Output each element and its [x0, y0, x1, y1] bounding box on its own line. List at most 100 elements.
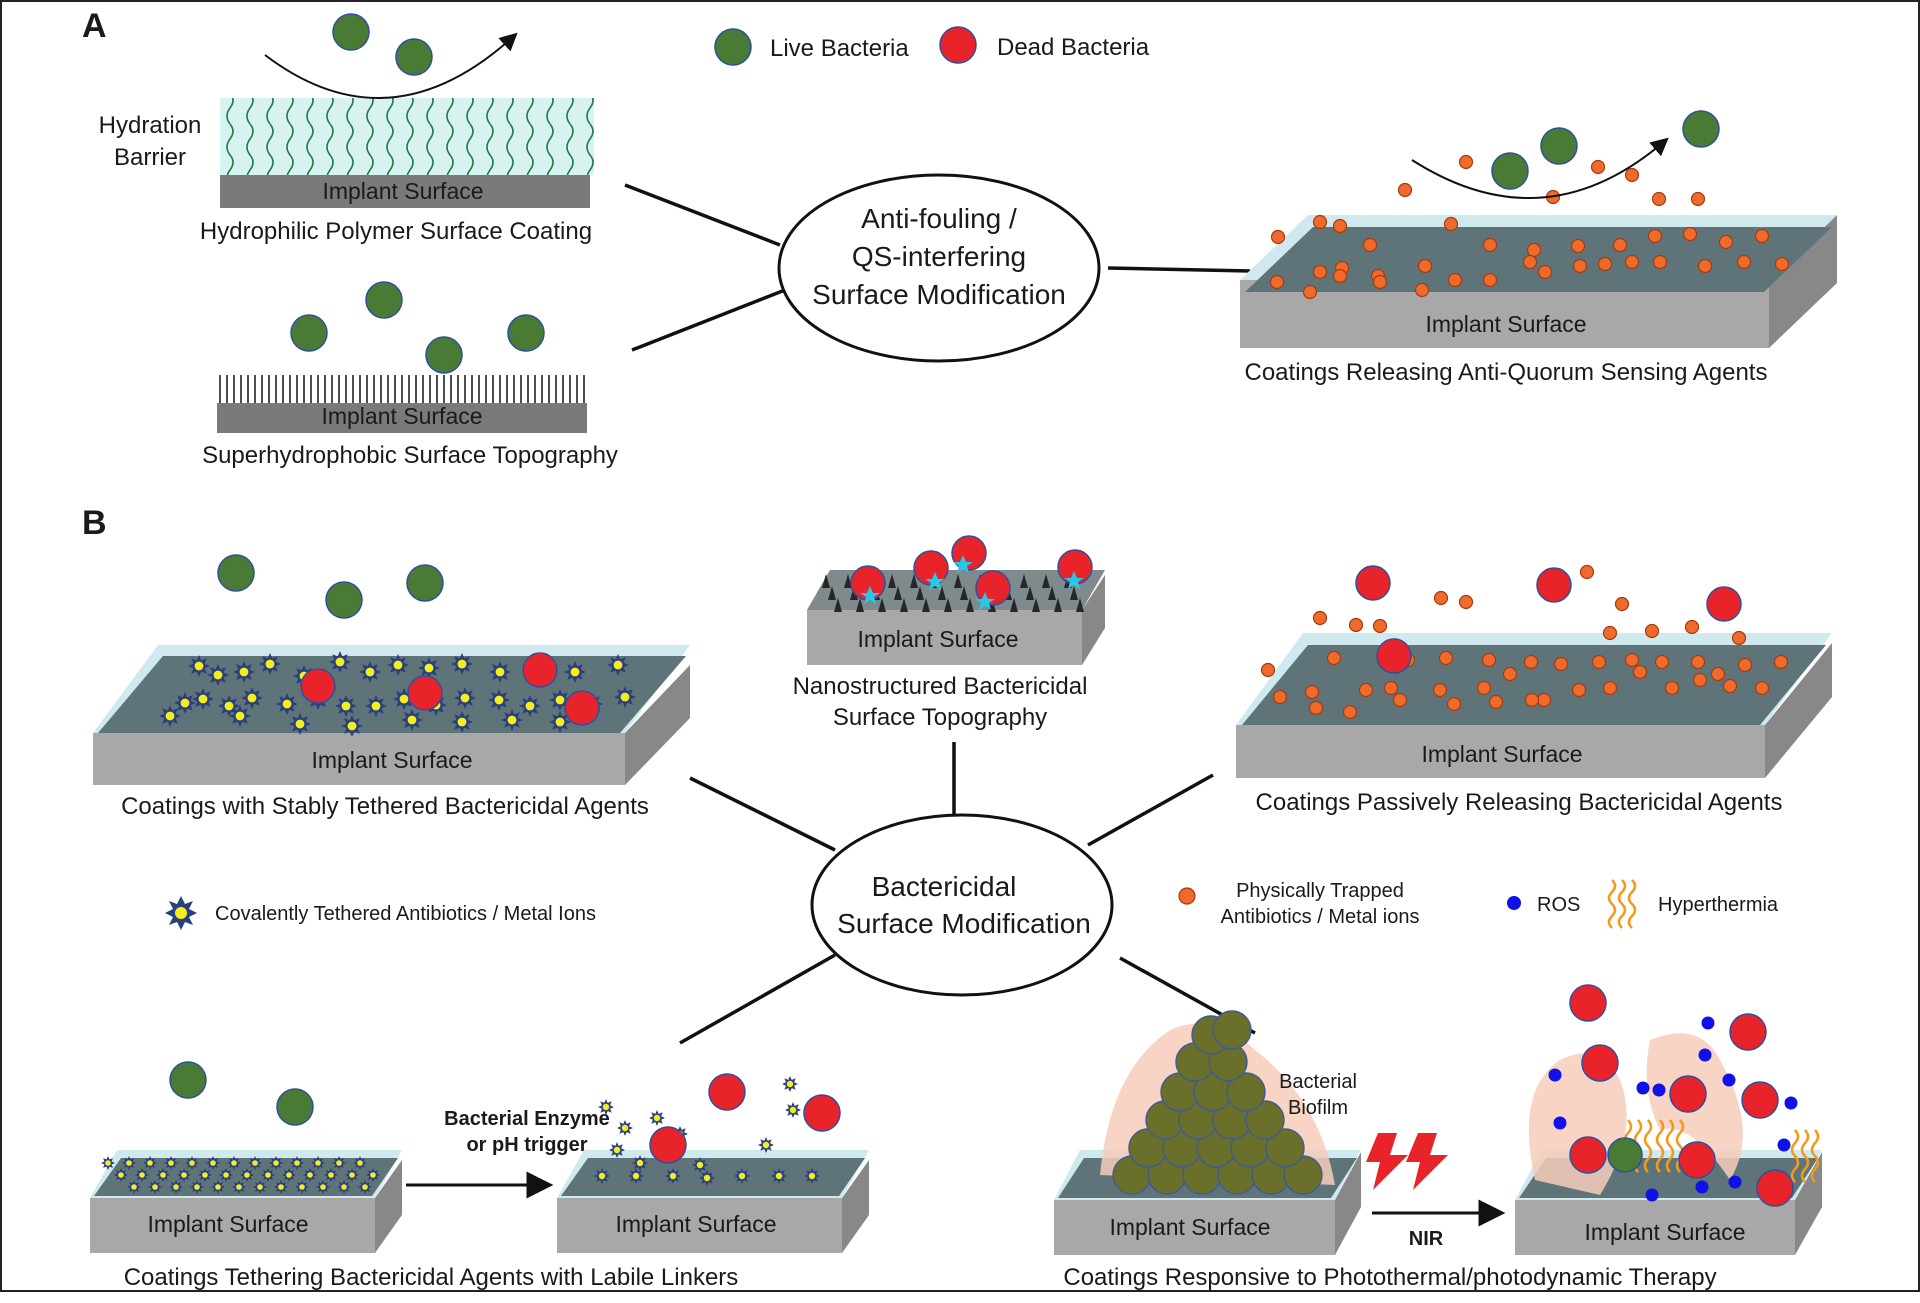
- tethered-agent-star-icon: [341, 715, 363, 737]
- agent-particle-icon: [1524, 692, 1540, 708]
- tethered-agent-star-icon: [609, 1142, 625, 1158]
- agent-particle-icon: [1447, 272, 1463, 288]
- star-core: [636, 1159, 644, 1167]
- agent-particle-icon: [1304, 684, 1320, 700]
- star-core: [235, 711, 245, 721]
- star-core: [347, 721, 357, 731]
- tethered-agent-star-icon: [198, 1168, 212, 1182]
- agent-particle-icon: [1476, 680, 1492, 696]
- agent-particle-icon: [1612, 237, 1628, 253]
- star-core: [320, 1184, 326, 1190]
- nano-spike: [938, 586, 946, 600]
- nano-spike: [856, 598, 864, 612]
- star-core: [118, 1172, 124, 1178]
- star-core: [365, 667, 375, 677]
- biofilm-label-line2: Biofilm: [1288, 1097, 1348, 1119]
- agent-particle-icon: [1332, 268, 1348, 284]
- superhydrophobic-illustration: Implant Surface Superhydrophobic Surface…: [202, 281, 618, 469]
- tethered-agent-star-icon: [241, 687, 263, 709]
- nano-spike: [828, 586, 836, 600]
- live-bacterium-icon: [169, 1061, 207, 1099]
- antifouling-hub: Anti-fouling / QS-interfering Surface Mo…: [624, 173, 1251, 363]
- tethered-agent-star-icon: [156, 1168, 170, 1182]
- star-core: [653, 1114, 661, 1122]
- wave-line: [1643, 1119, 1653, 1173]
- agent-particle-icon: [1718, 234, 1734, 250]
- star-core: [295, 719, 305, 729]
- nano-spike: [954, 574, 962, 588]
- nano-spike: [1048, 586, 1056, 600]
- tethered-agent-star-icon: [227, 1156, 241, 1170]
- ros-dot-icon: [1698, 1048, 1712, 1062]
- hyperthermia-wave-icon: [1607, 879, 1637, 929]
- tethered-agent-star-icon: [303, 1168, 317, 1182]
- ros-dot-icon: [1777, 1138, 1791, 1152]
- live-bacterium-icon: [425, 336, 463, 374]
- agent-particle-icon: [1522, 254, 1538, 270]
- star-core: [152, 1184, 158, 1190]
- star-core: [265, 659, 275, 669]
- star-core: [244, 1172, 250, 1178]
- agent-particle-icon: [1652, 254, 1668, 270]
- tethered-agent-star-icon: [782, 1076, 798, 1092]
- repel-arrow-icon: [264, 32, 518, 99]
- released-agent-particles: [1260, 564, 1789, 720]
- nano-spike: [834, 598, 842, 612]
- agent-particle-icon: [1443, 216, 1459, 232]
- live-bacterium-icon: [217, 554, 255, 592]
- agent-particle-icon: [1414, 282, 1430, 298]
- tethered-agent-star-icon: [598, 1099, 614, 1115]
- ros-dot-icon: [1645, 1188, 1659, 1202]
- star-core: [231, 1160, 237, 1166]
- tethered-agent-star-icon: [269, 1156, 283, 1170]
- nano-caption-line2: Surface Topography: [833, 704, 1047, 731]
- tethered-agent-star-icon: [114, 1168, 128, 1182]
- nano-caption-line1: Nanostructured Bactericidal: [793, 673, 1088, 700]
- implant-surface-label: Implant Surface: [1421, 741, 1582, 767]
- agent-particle-icon: [1684, 619, 1700, 635]
- tethered-agent-star-icon: [324, 1168, 338, 1182]
- ros-dot-icon: [1507, 896, 1521, 910]
- biofilm-cell: [1212, 1010, 1252, 1050]
- implant-surface-label: Implant Surface: [1109, 1214, 1270, 1240]
- tethered-agent-star-icon: [401, 709, 423, 731]
- legend-ros-label: ROS: [1537, 894, 1580, 916]
- agent-particle-icon: [1690, 654, 1706, 670]
- ros-dot-icon: [1722, 1073, 1736, 1087]
- implant-surface-label: Implant Surface: [1584, 1219, 1745, 1245]
- star-core: [393, 660, 403, 670]
- dead-bacterium-icon: [300, 668, 336, 704]
- star-core: [180, 698, 190, 708]
- star-core: [210, 1160, 216, 1166]
- passive-caption: Coatings Passively Releasing Bactericida…: [1256, 789, 1783, 816]
- hydration-label-line2: Barrier: [114, 144, 186, 171]
- tethered-agent-star-icon: [418, 657, 440, 679]
- tethered-agent-star-icon: [332, 1156, 346, 1170]
- agent-particle-icon: [1348, 617, 1364, 633]
- dead-bacterium-icon: [1706, 586, 1742, 622]
- agent-particle-icon: [1737, 657, 1753, 673]
- hyperthermia-wave-icon: [1655, 1119, 1685, 1173]
- star-core: [570, 667, 580, 677]
- agent-particle-icon: [1602, 625, 1618, 641]
- dead-bacterium-icon: [803, 1094, 841, 1132]
- agent-particle-icon: [1432, 682, 1448, 698]
- dead-bacterium-icon: [1581, 1044, 1619, 1082]
- agent-particle-icon: [1372, 274, 1388, 290]
- live-bacterium-icon: [1682, 110, 1720, 148]
- wave-line: [1810, 1129, 1820, 1183]
- tethered-agent-star-icon: [276, 693, 298, 715]
- tethered-agent-star-icon: [804, 1168, 820, 1184]
- legend-live-label: Live Bacteria: [770, 35, 909, 62]
- repel-arrow-icon: [1411, 137, 1669, 200]
- agent-particle-icon: [1572, 258, 1588, 274]
- photothermal-illustration: Bacterial Biofilm Implant Surface NIR Im…: [1054, 984, 1822, 1291]
- agent-particle-icon: [1502, 666, 1518, 682]
- tethered-agent-star-icon: [699, 1170, 715, 1186]
- tethered-agent-star-icon: [248, 1156, 262, 1170]
- tethered-agent-star-icon: [366, 1168, 380, 1182]
- star-core: [194, 661, 204, 671]
- star-core: [336, 1160, 342, 1166]
- star-core: [407, 715, 417, 725]
- dead-bacterium-icon: [1376, 638, 1412, 674]
